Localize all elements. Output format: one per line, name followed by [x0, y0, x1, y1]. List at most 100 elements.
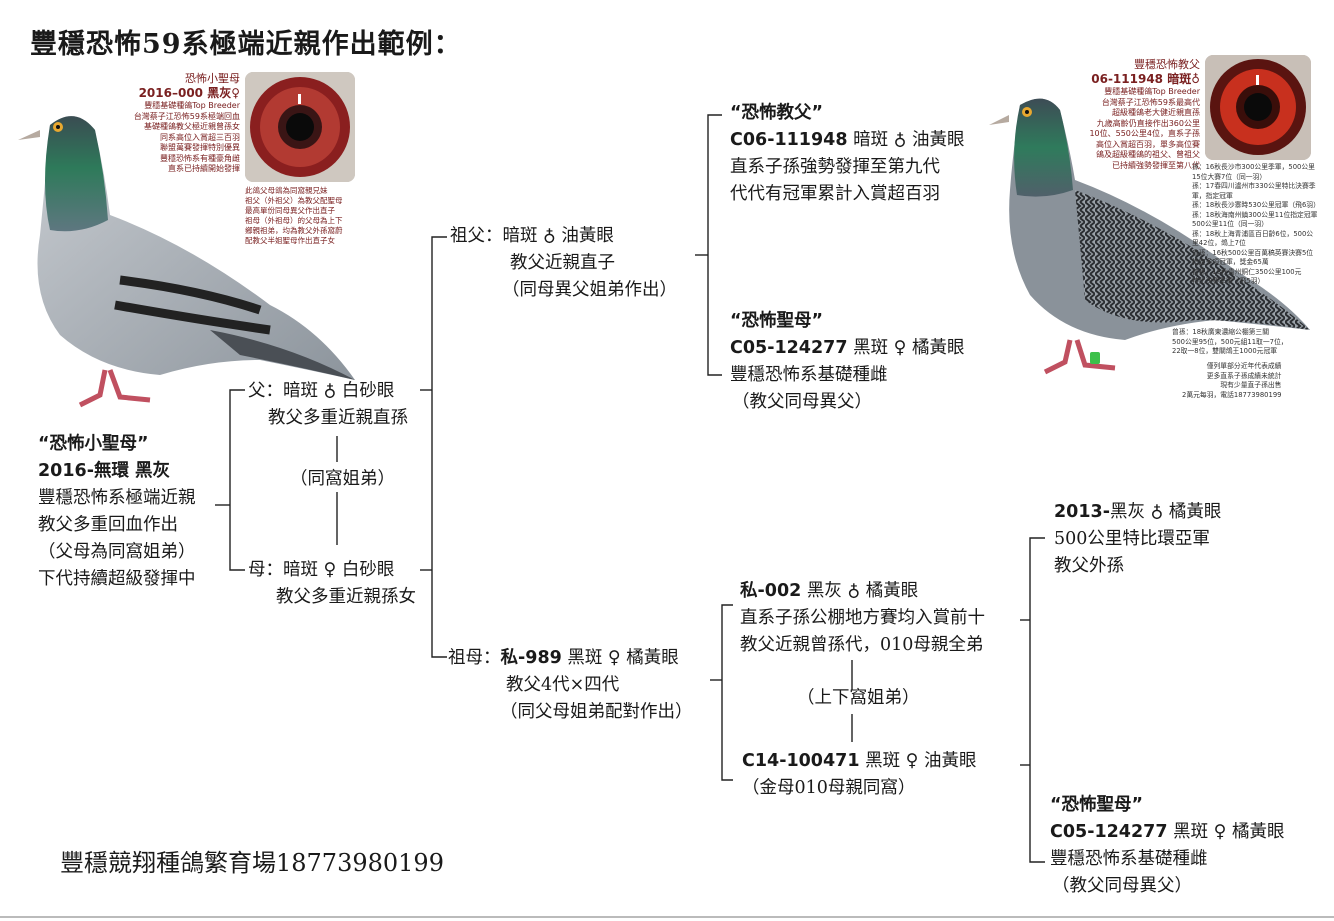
gd-dam-line2: （金母010母親同窩）: [742, 778, 916, 798]
gf-sire-rest: 暗斑 ♁ 油黃眼: [847, 130, 965, 150]
record-line: 軍，指定冠軍: [1192, 191, 1233, 200]
subject-line: 豐穩恐怖系極端近親: [38, 488, 196, 508]
ggs-rest: 黑灰 ♁ 橘黃眼: [1109, 502, 1222, 522]
record-line: 僅列單部分近年代表成績: [1206, 362, 1282, 370]
godfather-card-caption: 豐穩恐怖教父 06-111948 暗斑♁ 豐穩基礎種鴿Top Breeder 台…: [1060, 58, 1200, 171]
ggs-block: 2013-黑灰 ♁ 橘黃眼 500公里特比環亞軍 教父外孫: [1054, 499, 1221, 580]
gd-dam-block: C14-100471 黑斑 ♀ 油黃眼 （金母010母親同窩）: [742, 748, 977, 802]
record-line: 孫：16秋長沙市300公里季軍，500公里: [1192, 163, 1315, 171]
record-line: 曾孫：18秋廣東濃縮公棚第三關: [1172, 328, 1270, 336]
subject-card-notes: 此鴿父母鴿為同窩親兄妹 祖父（外祖父）為教父配聖母 最高單份同母異父作出直子 祖…: [245, 186, 343, 246]
godfather-card-records: 孫：16秋長沙市300公里季軍，500公里 15位大賽7位（同一羽） 孫：17春…: [1192, 163, 1320, 287]
granddam-line2: 教父4代×四代: [506, 675, 620, 695]
record-line: 500公里11位（同一羽）: [1192, 220, 1268, 228]
gf-dam-line2: 豐穩恐怖系基礎種雌: [730, 365, 888, 385]
gd-note: （上下窩姐弟）: [797, 688, 920, 708]
page-title: 豐穩恐怖59系極端近親作出範例：: [30, 29, 462, 60]
subject-card-line: 同系高位入賞超三百羽: [160, 132, 240, 142]
record-line: 2萬元每羽，電話18773980199: [1182, 390, 1282, 399]
grandsire-block: 祖父：暗斑 ♁ 油黃眼 教父近親直子 （同母異父姐弟作出）: [450, 223, 677, 304]
subject-card-line: 台灣蔡子江恐怖59系極端回血: [133, 111, 240, 121]
record-line: 指定多項冠軍，獎金65萬: [1192, 258, 1269, 266]
subject-card-line: 豐穩基礎種鴿Top Breeder: [144, 101, 240, 110]
granddam-line3: （同父母姐弟配對作出）: [500, 702, 693, 722]
right-eye-photo: [1205, 55, 1311, 160]
granddam-block: 祖母：私-989 黑斑 ♀ 橘黃眼 教父4代×四代 （同父母姐弟配對作出）: [448, 645, 693, 726]
godfather-card-line: 鴿及超級種鴿的祖父、曾祖父: [1096, 150, 1200, 159]
subject-card-line: 豐穩恐怖系有種豪角雌: [160, 153, 240, 163]
ggs-line2: 500公里特比環亞軍: [1054, 529, 1210, 549]
ggd-id: C05-124277: [1050, 822, 1168, 842]
record-line: 500公里95位，500元組11取一7位，: [1172, 337, 1288, 346]
subject-card-caption: 恐怖小聖母 2016–000 黑灰♀ 豐穩基礎種鴿Top Breeder 台灣蔡…: [105, 72, 240, 175]
gf-sire-id: C06-111948: [730, 130, 848, 150]
record-line: 特比決賽季軍（飛5羽）: [1192, 277, 1265, 285]
subject-card-note: 此鴿父母鴿為同窩親兄妹: [245, 186, 328, 195]
grandsire-line1: 祖父：暗斑 ♁ 油黃眼: [450, 226, 614, 246]
subject-card-note: 鄉親祖弟，均為教父外孫窩蔚: [245, 226, 343, 235]
ggd-line3: （教父同母異父）: [1052, 876, 1192, 896]
godfather-card-header: 豐穩恐怖教父: [1134, 58, 1200, 71]
dam-line1: 母：暗斑 ♀ 白砂眼: [248, 560, 395, 580]
subject-id: 2016-無環 黑灰: [38, 461, 171, 481]
gf-dam-name: “恐怖聖母”: [730, 311, 824, 331]
subject-card-note: 祖母（外祖母）的父母為上下: [245, 216, 343, 225]
granddam-rest: 黑斑 ♀ 橘黃眼: [561, 648, 679, 668]
ggd-rest: 黑斑 ♀ 橘黃眼: [1167, 822, 1285, 842]
godfather-card-line: 超級種鴿老大健近親直孫: [1112, 108, 1200, 117]
gf-sire-name: “恐怖教父”: [730, 103, 824, 123]
gf-dam-rest: 黑斑 ♀ 橘黃眼: [847, 338, 965, 358]
subject-line: 下代持續超級發揮中: [38, 569, 196, 589]
subject-card-id: 2016–000 黑灰♀: [138, 86, 240, 100]
dam-block: 母：暗斑 ♀ 白砂眼 教父多重近親孫女: [248, 557, 416, 611]
dam-line2: 教父多重近親孫女: [276, 587, 416, 607]
ggd-line2: 豐穩恐怖系基礎種雌: [1050, 849, 1208, 869]
sire-line1: 父：暗斑 ♁ 白砂眼: [248, 381, 395, 401]
granddam-id: 私-989: [500, 648, 562, 668]
gd-sire-id: 私-002: [740, 581, 802, 601]
left-eye-photo: [245, 72, 355, 182]
sire-block: 父：暗斑 ♁ 白砂眼 教父多重近親直孫: [248, 378, 408, 432]
godfather-card-records2: 曾孫：18秋廣東濃縮公棚第三關 500公里95位，500元組11取一7位， 22…: [1172, 328, 1288, 357]
subject-card-header: 恐怖小聖母: [185, 72, 240, 85]
gd-sire-rest: 黑灰 ♁ 橘黃眼: [801, 581, 919, 601]
gd-dam-id: C14-100471: [742, 751, 860, 771]
record-line: 曾孫：16秋500公里百萬稿英賽決賽5位: [1192, 248, 1314, 257]
sibling-note: （同窩姐弟）: [290, 469, 395, 489]
godfather-card-line: 台灣蔡子江恐怖59系最高代: [1101, 97, 1200, 107]
bottom-divider: [0, 916, 1334, 918]
left-pigeon-image: [18, 116, 355, 408]
godfather-card-line: 高位入賞超百羽，單多高位賽: [1096, 139, 1200, 149]
record-line: 孫：18秋上海青浦區百日齡6位，500公: [1192, 229, 1314, 238]
subject-block: “恐怖小聖母” 2016-無環 黑灰 豐穩恐怖系極端近親 教父多重回血作出 （父…: [38, 431, 196, 593]
ggs-line3: 教父外孫: [1054, 556, 1124, 576]
gd-sire-line3: 教父近親曾孫代，010母親全弟: [740, 635, 984, 655]
record-line: 里42位，鴿上7位: [1192, 239, 1246, 247]
record-line: 22取一8位，雙關鴿王1000元冠軍: [1172, 347, 1278, 355]
record-line: 曾孫：18秋貴州銅仁350公里100元: [1192, 267, 1302, 276]
record-line: 孫：18秋海南州鎮300公里11位指定冠軍: [1192, 210, 1318, 219]
footer-contact: 豐穩競翔種鴿繁育場18773980199: [60, 849, 444, 877]
godfather-card-line: 已持續強勢發揮至第八代: [1112, 160, 1200, 170]
godfather-card-line: 九歲高齡仍直接作出360公里: [1096, 118, 1200, 128]
gf-sire-line2: 直系子孫強勢發揮至第九代: [730, 157, 940, 177]
right-pigeon-image: [989, 98, 1310, 375]
sire-line2: 教父多重近親直孫: [268, 408, 408, 428]
gf-sire-block: “恐怖教父” C06-111948 暗斑 ♁ 油黃眼 直系子孫強勢發揮至第九代 …: [730, 100, 965, 208]
godfather-card-records3: 僅列單部分近年代表成績 更多直系子孫成績未統計 現有少量直子孫出售 2萬元每羽，…: [1182, 362, 1281, 400]
gd-dam-rest: 黑斑 ♀ 油黃眼: [859, 751, 977, 771]
godfather-card-line: 豐穩基礎種鴿Top Breeder: [1104, 87, 1200, 96]
godfather-card-id: 06-111948 暗斑♁: [1091, 72, 1200, 86]
subject-card-line: 基礎種鴿教父極近親曾孫女: [144, 122, 240, 131]
subject-card-note: 最高單份同母異父作出直子: [245, 206, 335, 215]
grandsire-line3: （同母異父姐弟作出）: [502, 280, 677, 300]
record-line: 孫：18秋長沙寨時530公里冠軍（飛6羽）: [1192, 201, 1320, 209]
subject-card-note: 配教父半姐聖母作出直子女: [245, 236, 335, 245]
gf-dam-id: C05-124277: [730, 338, 848, 358]
record-line: 孫：17春四川瀘州市330公里特比決賽季: [1192, 182, 1316, 190]
godfather-card-line: 10位、550公里4位，直系子孫: [1089, 129, 1200, 138]
gf-sire-line3: 代代有冠軍累計入賞超百羽: [730, 184, 940, 204]
gf-dam-block: “恐怖聖母” C05-124277 黑斑 ♀ 橘黃眼 豐穩恐怖系基礎種雌 （教父…: [730, 308, 965, 416]
subject-name: “恐怖小聖母”: [38, 434, 149, 454]
